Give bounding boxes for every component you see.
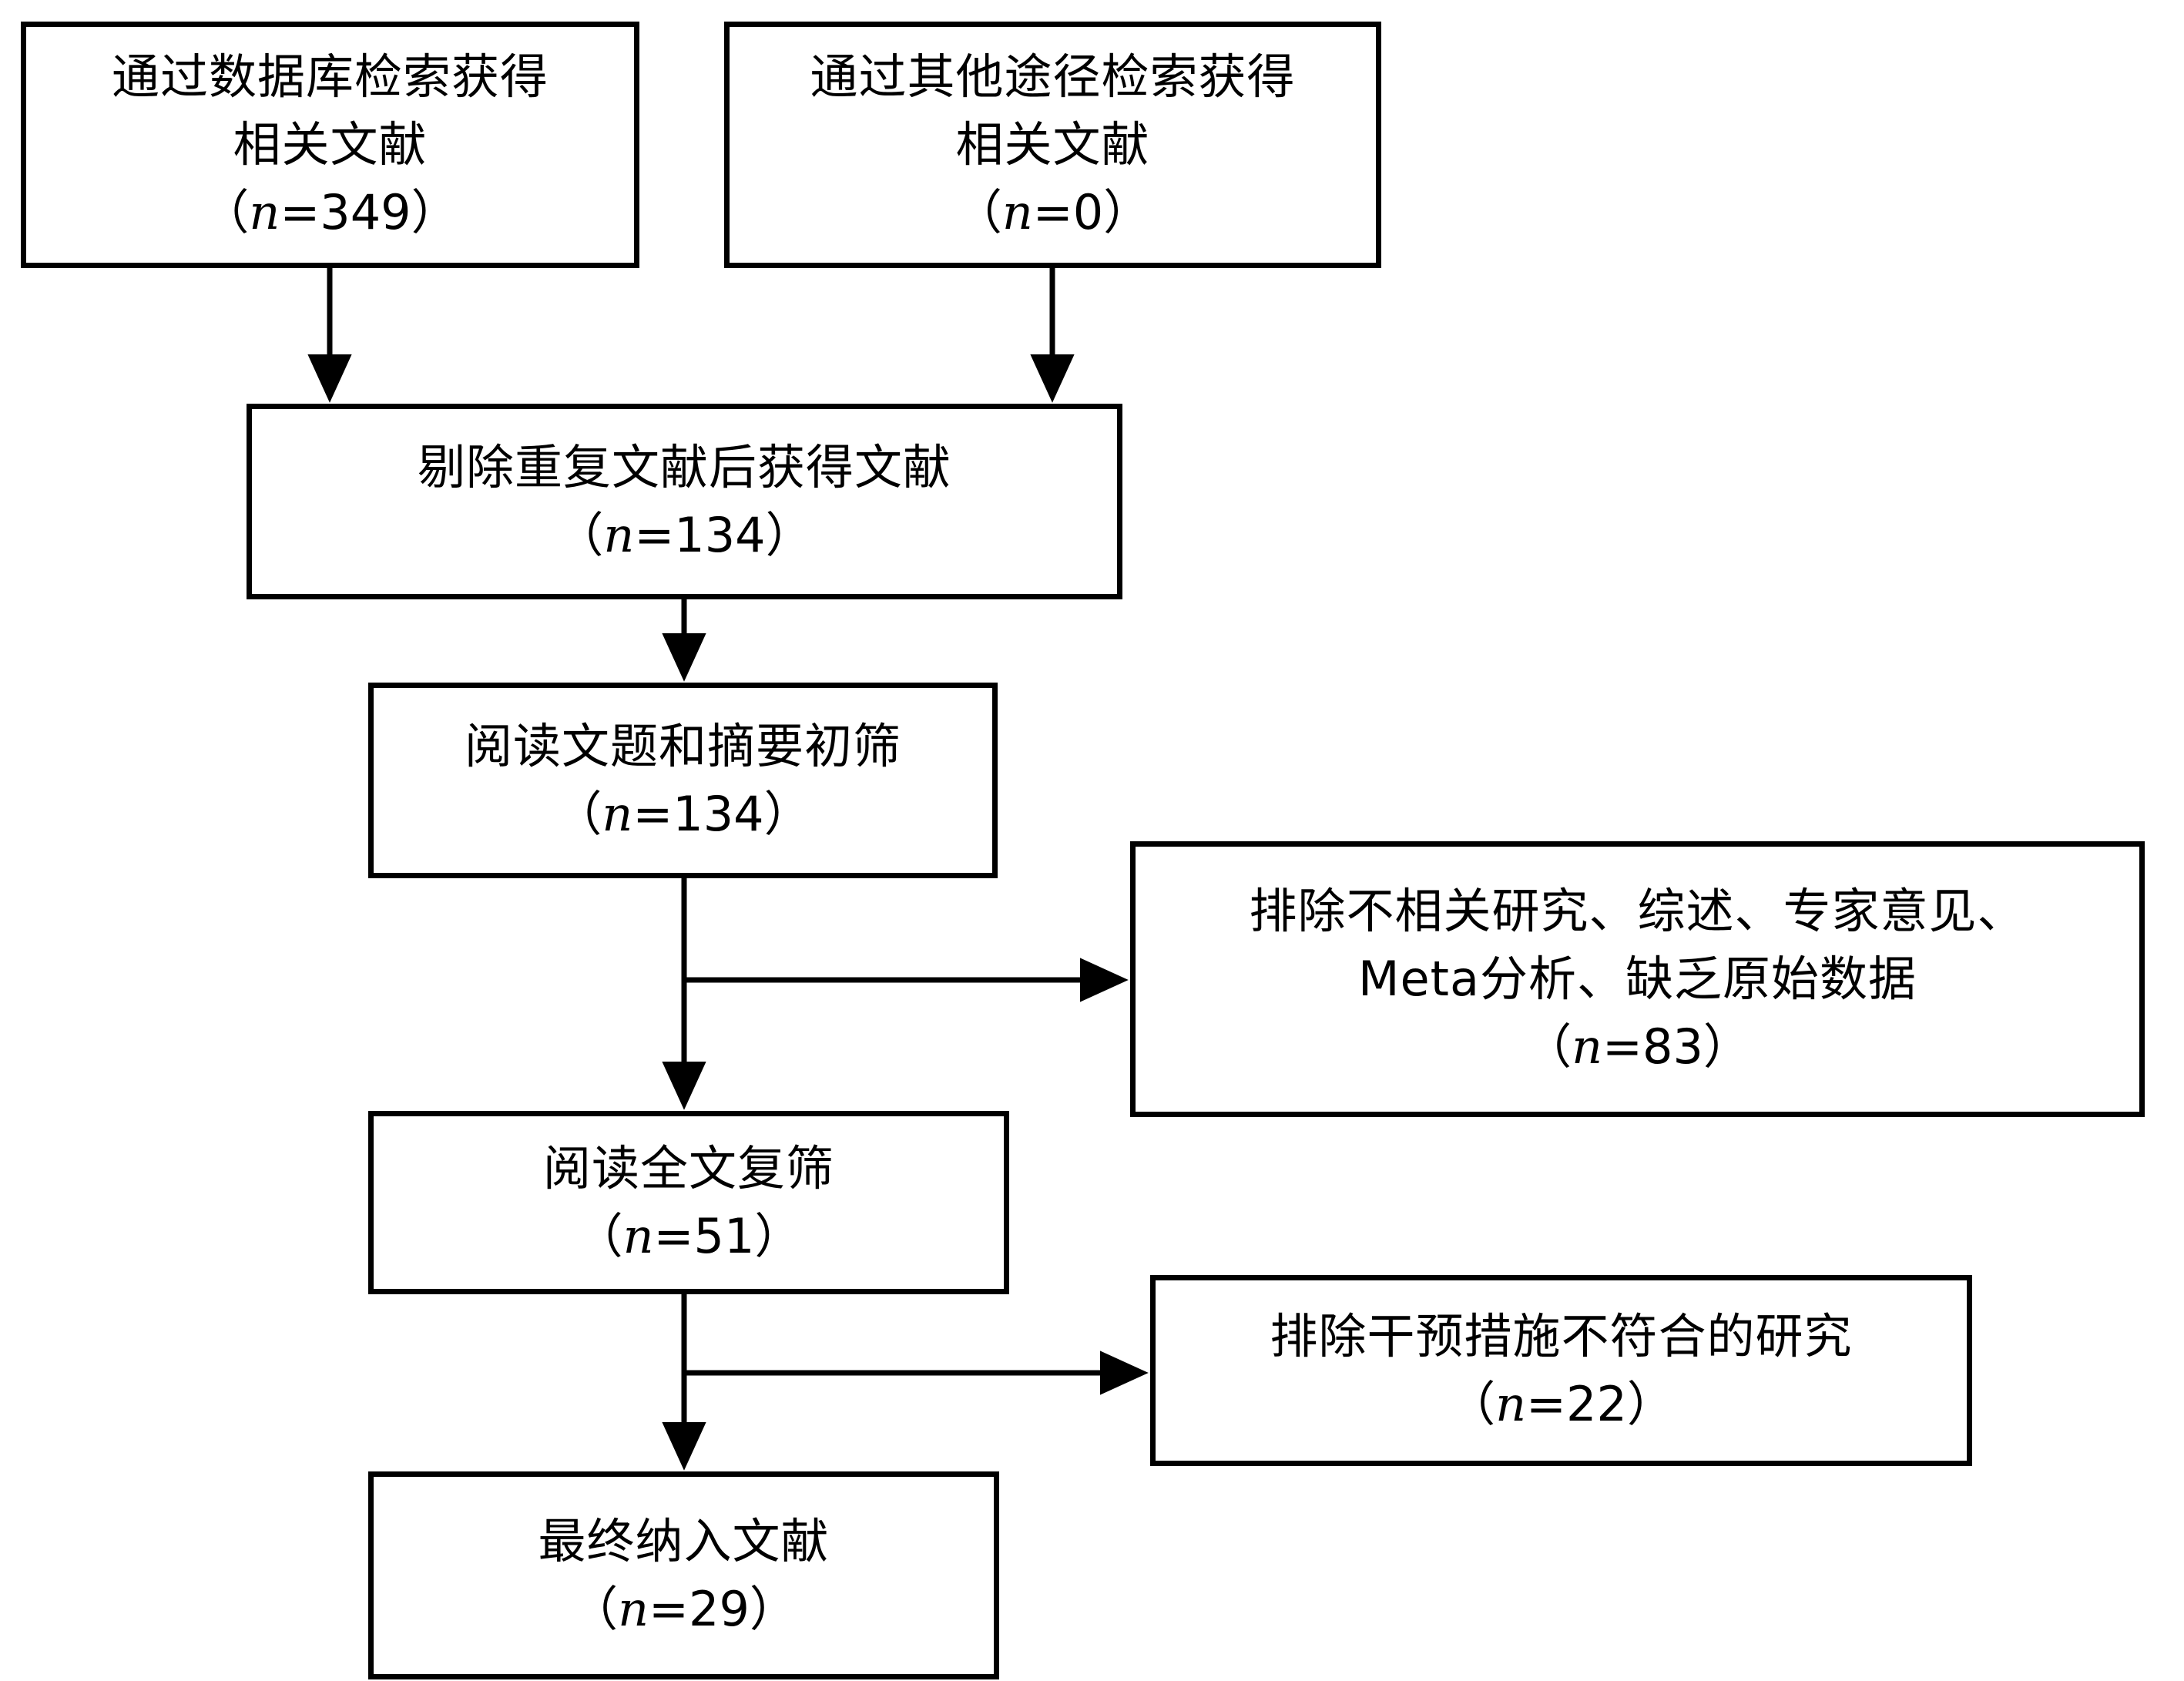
node-title-abstract-line1: 阅读文题和摘要初筛 [464, 717, 901, 774]
node-exclude-irrelevant-count: （n=83） [1524, 1013, 1751, 1081]
n-symbol: n [603, 507, 635, 563]
n-symbol: n [249, 184, 280, 241]
node-included-count: （n=29） [570, 1575, 797, 1643]
node-exclude-intervention[interactable]: 排除干预措施不符合的研究 （n=22） [1150, 1275, 1972, 1466]
paren-close: ） [1703, 1018, 1751, 1075]
n-symbol: n [622, 1208, 654, 1264]
paren-close: ） [1626, 1376, 1675, 1432]
node-exclude-intervention-count: （n=22） [1448, 1371, 1675, 1438]
n-value: =134 [634, 507, 766, 563]
node-db-search[interactable]: 通过数据库检索获得 相关文献 （n=349） [21, 22, 639, 268]
n-value: =0 [1032, 184, 1104, 241]
n-value: =22 [1526, 1376, 1627, 1432]
paren-close: ） [763, 786, 812, 842]
paren-open: （ [1448, 1376, 1496, 1432]
node-title-abstract-screen[interactable]: 阅读文题和摘要初筛 （n=134） [368, 683, 998, 878]
node-db-search-count: （n=349） [201, 179, 458, 247]
paren-open: （ [570, 1581, 619, 1637]
n-value: =349 [280, 184, 411, 241]
paren-open: （ [1524, 1018, 1572, 1075]
paren-close: ） [749, 1581, 797, 1637]
n-symbol: n [1001, 184, 1033, 241]
paren-close: ） [411, 184, 459, 241]
node-title-abstract-count: （n=134） [554, 780, 811, 848]
node-fulltext-line1: 阅读全文复筛 [542, 1139, 834, 1196]
node-other-search-line1: 通过其他途径检索获得 [810, 48, 1296, 105]
node-fulltext-count: （n=51） [575, 1203, 803, 1270]
paren-close: ） [1103, 184, 1152, 241]
n-value: =29 [649, 1581, 750, 1637]
paren-open: （ [555, 507, 604, 563]
node-db-search-line2: 相关文献 [233, 116, 428, 173]
node-exclude-intervention-line1: 排除干预措施不符合的研究 [1270, 1307, 1853, 1364]
node-db-search-line1: 通过数据库检索获得 [111, 48, 549, 105]
paren-open: （ [201, 184, 250, 241]
node-exclude-irrelevant-line1: 排除不相关研究、综述、专家意见、 [1249, 882, 2026, 939]
node-exclude-irrelevant[interactable]: 排除不相关研究、综述、专家意见、 Meta分析、缺乏原始数据 （n=83） [1130, 841, 2145, 1117]
node-other-search[interactable]: 通过其他途径检索获得 相关文献 （n=0） [724, 22, 1381, 268]
node-exclude-irrelevant-line2: Meta分析、缺乏原始数据 [1358, 950, 1917, 1007]
node-dedup[interactable]: 剔除重复文献后获得文献 （n=134） [247, 404, 1122, 599]
node-included[interactable]: 最终纳入文献 （n=29） [368, 1471, 999, 1679]
node-included-line1: 最终纳入文献 [538, 1512, 830, 1569]
n-symbol: n [618, 1581, 649, 1637]
paren-close: ） [754, 1208, 803, 1264]
paren-open: （ [575, 1208, 623, 1264]
paren-open: （ [554, 786, 602, 842]
n-symbol: n [1495, 1376, 1527, 1432]
node-fulltext-screen[interactable]: 阅读全文复筛 （n=51） [368, 1111, 1009, 1294]
node-other-search-count: （n=0） [954, 179, 1151, 247]
node-other-search-line2: 相关文献 [955, 116, 1150, 173]
n-value: =51 [653, 1208, 755, 1264]
node-dedup-line1: 剔除重复文献后获得文献 [417, 438, 951, 495]
n-symbol: n [602, 786, 633, 842]
paren-open: （ [954, 184, 1002, 241]
paren-close: ） [765, 507, 814, 563]
n-value: =83 [1602, 1018, 1703, 1075]
n-value: =134 [632, 786, 764, 842]
n-symbol: n [1572, 1018, 1603, 1075]
node-dedup-count: （n=134） [555, 502, 813, 569]
